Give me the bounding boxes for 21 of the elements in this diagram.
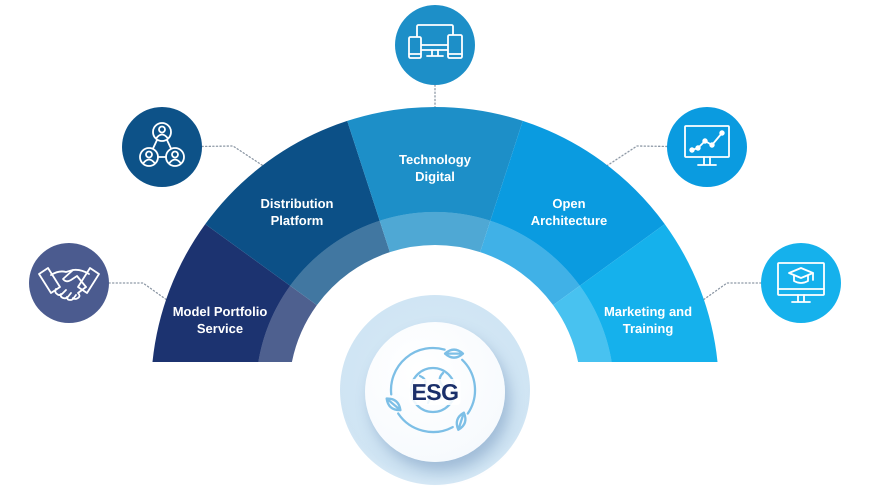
ring-segment <box>205 120 390 306</box>
ring-segment <box>480 120 665 306</box>
handshake-icon <box>29 243 109 323</box>
ring-segment <box>553 224 718 362</box>
leader-line <box>703 282 762 300</box>
devices-icon <box>395 5 475 85</box>
segment-label: Model Portfolio Service <box>172 303 268 337</box>
ring-segment <box>152 224 317 362</box>
people-network-icon <box>122 107 202 187</box>
ring-segment <box>347 107 523 253</box>
graduation-monitor-icon <box>761 243 841 323</box>
leader-line <box>108 282 167 300</box>
leader-line <box>434 84 436 108</box>
segment-label: Open Architecture <box>530 195 608 229</box>
segment-label: Technology Digital <box>398 151 472 185</box>
center-label: ESG <box>410 379 460 405</box>
leader-line <box>201 145 264 166</box>
chart-monitor-icon <box>667 107 747 187</box>
leader-line <box>606 145 668 166</box>
segment-label: Distribution Platform <box>260 195 334 229</box>
segment-label: Marketing and Training <box>603 303 693 337</box>
